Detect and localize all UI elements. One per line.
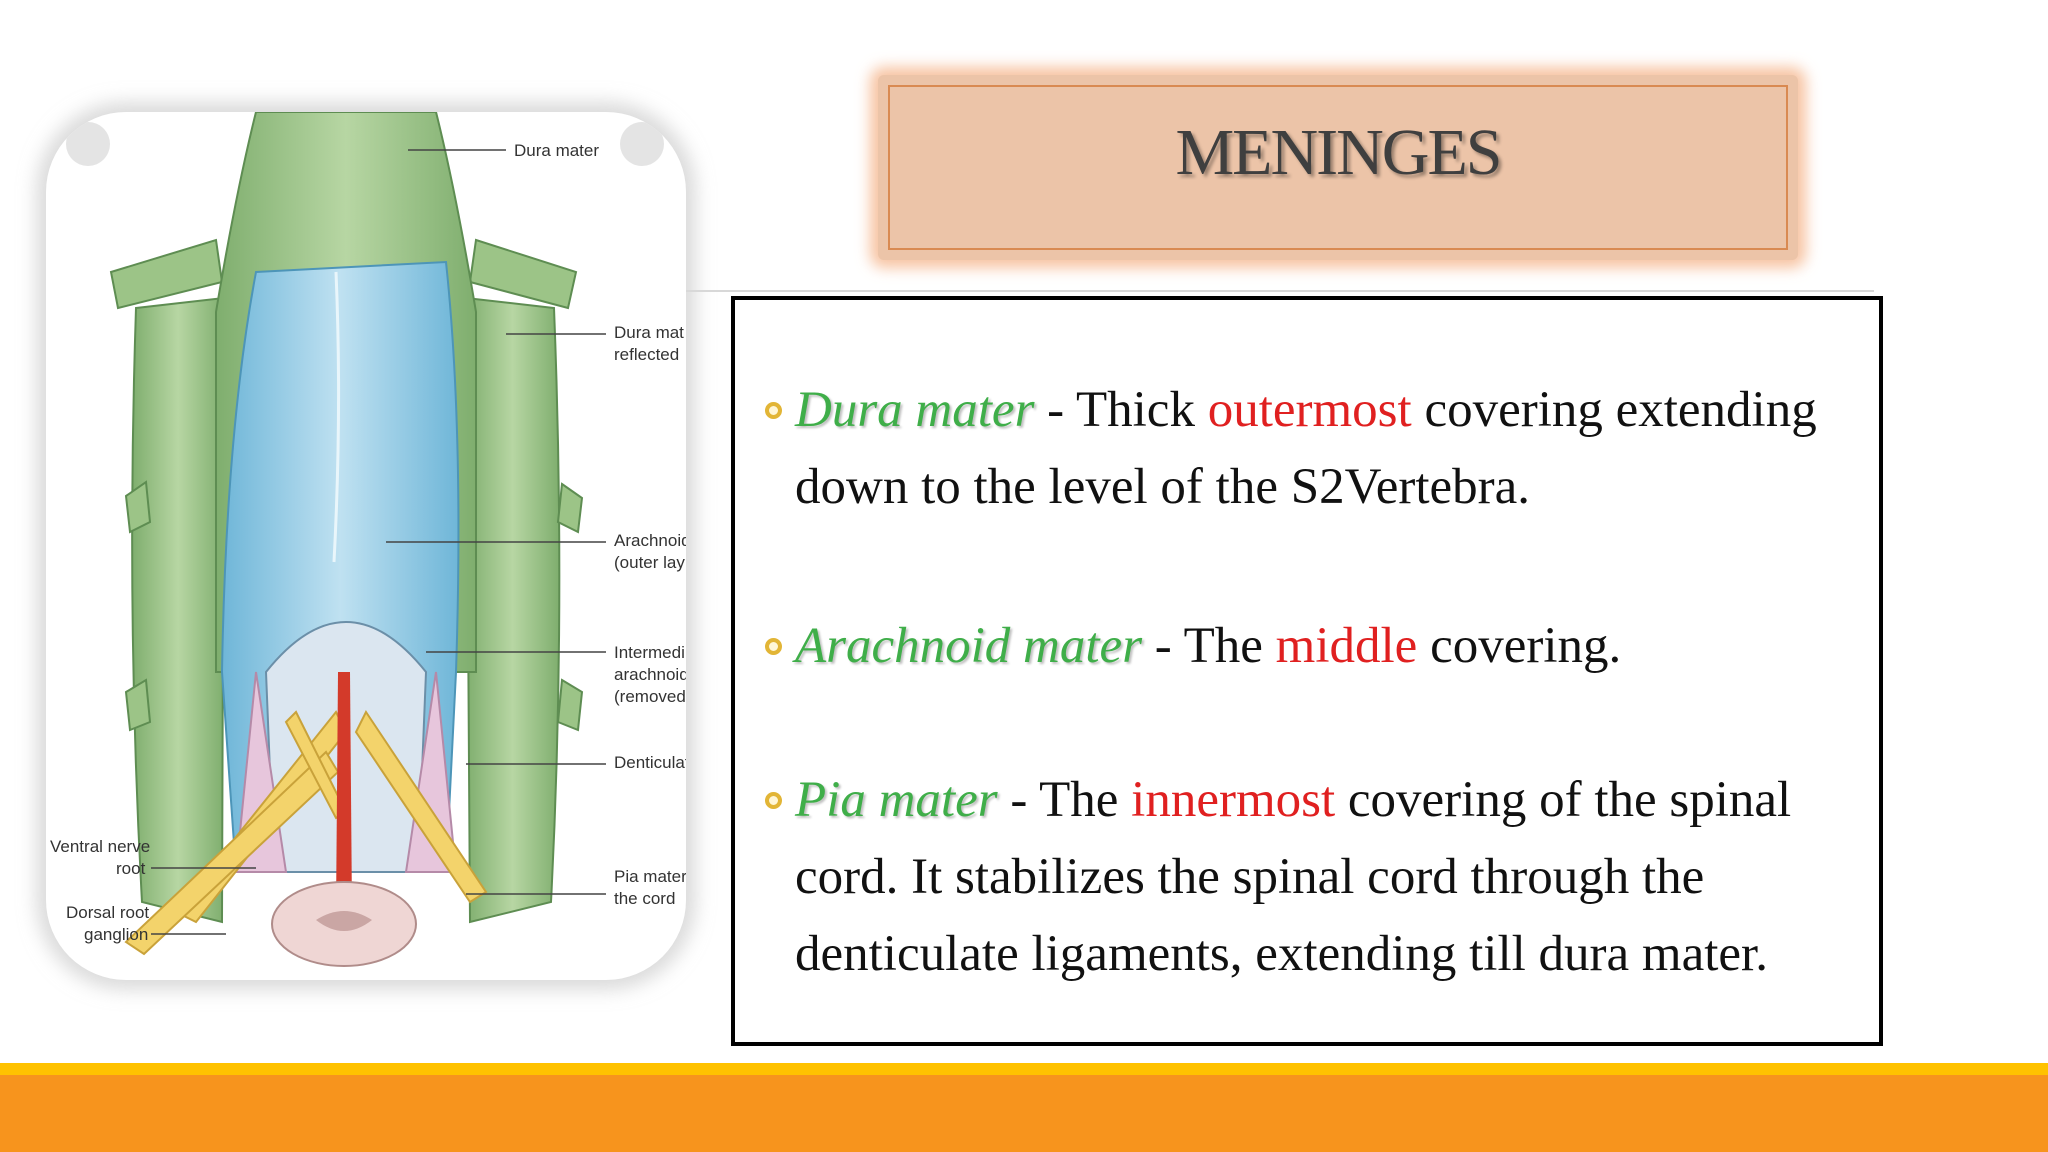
divider-line: [686, 290, 1874, 292]
footer-bar-yellow: [0, 1063, 2048, 1075]
list-item-dura-mater: Dura mater - Thick outermost covering ex…: [765, 372, 1885, 526]
label-intermediate-3: (removed: [614, 687, 686, 706]
slide-title: MENINGES: [1175, 116, 1503, 189]
label-ventral-2: root: [116, 859, 146, 878]
highlight-innermost: innermost: [1131, 772, 1336, 828]
label-arachnoid-1: Arachnoid: [614, 531, 686, 550]
label-dura-mater: Dura mater: [514, 141, 599, 160]
label-arachnoid-2: (outer lay: [614, 553, 685, 572]
label-denticulate: Denticulat: [614, 753, 686, 772]
meninges-figure: Dura mater Dura mat reflected Arachnoid …: [46, 112, 686, 980]
item-text-pre: - The: [1142, 618, 1276, 674]
footer-bar-orange: [0, 1075, 2048, 1152]
item-text-pre: - The: [997, 772, 1132, 828]
item-text-post: covering of the spinal cord. It stabiliz…: [795, 772, 1792, 982]
label-intermediate-1: Intermedi: [614, 643, 685, 662]
spinal-cord-illustration: Dura mater Dura mat reflected Arachnoid …: [50, 112, 686, 967]
label-dura-reflected-1: Dura mat: [614, 323, 684, 342]
title-box: MENINGES: [878, 75, 1798, 260]
term-pia-mater: Pia mater: [795, 772, 998, 828]
bullet-icon: [765, 792, 782, 809]
list-item-pia-mater: Pia mater - The innermost covering of th…: [765, 762, 1885, 993]
highlight-middle: middle: [1275, 618, 1418, 674]
item-text-post: covering extending down to the level of …: [795, 382, 1817, 515]
item-text-pre: - Thick: [1034, 382, 1208, 438]
label-ventral-1: Ventral nerve: [50, 837, 150, 856]
bullet-icon: [765, 402, 782, 419]
title-inner-border: [888, 85, 1788, 250]
label-dura-reflected-2: reflected: [614, 345, 679, 364]
close-icon: [66, 122, 110, 166]
list-item-arachnoid-mater: Arachnoid mater - The middle covering.: [765, 608, 1885, 685]
item-text-post: covering.: [1417, 618, 1622, 674]
term-dura-mater: Dura mater: [795, 382, 1035, 438]
label-dorsal-1: Dorsal root: [66, 903, 149, 922]
term-arachnoid-mater: Arachnoid mater: [795, 618, 1143, 674]
zoom-icon: [620, 122, 664, 166]
label-pia-2: the cord: [614, 889, 675, 908]
label-intermediate-2: arachnoid: [614, 665, 686, 684]
label-dorsal-2: ganglion: [84, 925, 148, 944]
content-box: Dura mater - Thick outermost covering ex…: [731, 296, 1883, 1046]
label-pia-1: Pia mater: [614, 867, 686, 886]
bullet-icon: [765, 638, 782, 655]
highlight-outermost: outermost: [1207, 382, 1412, 438]
